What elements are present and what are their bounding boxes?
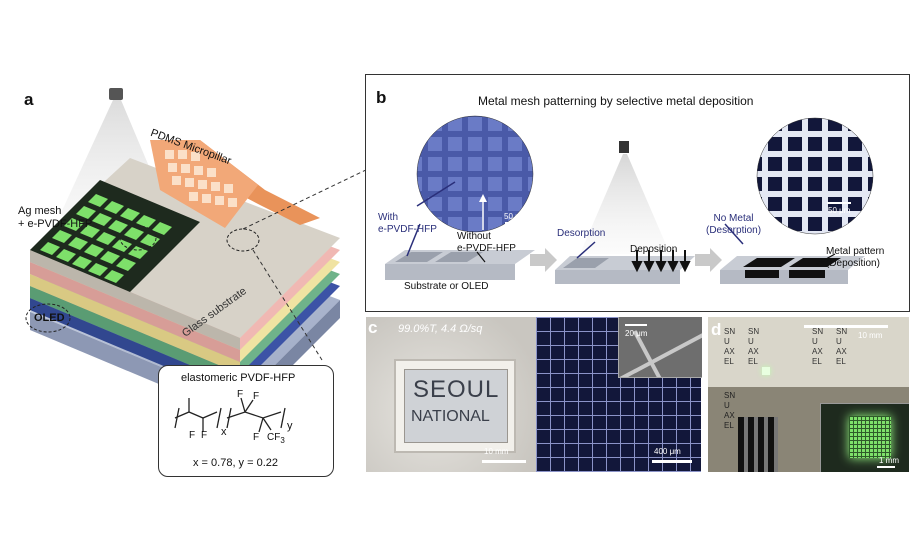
pdms-pillars bbox=[165, 150, 237, 207]
ag-mesh-line2: + e-PVDF-HFP bbox=[18, 218, 93, 230]
small-emitter bbox=[762, 367, 770, 375]
label-column-5: SNU AXEL bbox=[724, 391, 736, 430]
pvdf-hfp-structure: F F F F F bbox=[174, 389, 286, 443]
panel-d-photo: SNU AXEL SNU AXEL SNU AXEL SNU AXEL SNU … bbox=[708, 317, 909, 472]
desorption-label: Desorption bbox=[557, 228, 606, 239]
light-beam-b bbox=[580, 154, 670, 254]
cf3-sub: 3 bbox=[280, 436, 285, 445]
with-label: With e-PVDF-HFP bbox=[378, 212, 437, 236]
f-label-3: F bbox=[237, 389, 243, 400]
ag-mesh-label: Ag mesh + e-PVDF-HFP bbox=[18, 205, 92, 231]
scale-mesh-bar bbox=[652, 460, 692, 463]
ag-mesh-circle bbox=[119, 225, 157, 251]
no-metal-line1: No Metal bbox=[713, 213, 754, 224]
no-metal-label: No Metal (Desorption) bbox=[706, 213, 761, 237]
ag-mesh-line1: Ag mesh bbox=[18, 205, 62, 217]
panel-c-photo: SEOUL NATIONAL 10 mm bbox=[366, 317, 536, 472]
oled-inset: 1 mm bbox=[820, 403, 909, 472]
f-label-4: F bbox=[253, 391, 259, 402]
metal-pattern-line2: (Deposition) bbox=[826, 258, 880, 269]
label-column-4: SNU AXEL bbox=[836, 327, 848, 366]
scale-d-top-label: 10 mm bbox=[858, 331, 883, 340]
scale-bar-left bbox=[505, 222, 529, 224]
metal-pattern-line1: Metal pattern bbox=[826, 246, 885, 257]
panel-a-letter: a bbox=[24, 90, 34, 109]
lamp-icon-b bbox=[619, 141, 629, 153]
no-metal-line2: (Desorption) bbox=[706, 225, 762, 236]
cf3-text: CF bbox=[267, 432, 281, 443]
scale-mesh-label: 400 μm bbox=[654, 447, 681, 456]
panel-b-title: Metal mesh patterning by selective metal… bbox=[478, 94, 754, 108]
scale-inset-label: 20 μm bbox=[625, 329, 648, 338]
label-column-1: SNU AXEL bbox=[724, 327, 736, 366]
sign-line1: SEOUL bbox=[413, 376, 500, 403]
without-line1: Without bbox=[457, 231, 491, 242]
cf3-label: CF3 bbox=[267, 432, 285, 445]
panel-c-mesh-image: 20 μm 400 μm bbox=[536, 317, 702, 472]
oled-glow bbox=[849, 416, 891, 458]
panel-b-letter: b bbox=[376, 88, 387, 107]
formula-title: elastomeric PVDF-HFP bbox=[181, 372, 296, 384]
f-label-1: F bbox=[189, 430, 195, 441]
sample-window: SEOUL NATIONAL bbox=[404, 369, 508, 443]
substrate-label: Substrate or OLED bbox=[404, 281, 489, 292]
oled-circle bbox=[25, 303, 71, 333]
formula-box: elastomeric PVDF-HFP F F F F F x y CF3 x… bbox=[158, 365, 334, 477]
with-line1: With bbox=[378, 212, 398, 223]
green-mesh-cells bbox=[40, 194, 172, 283]
scale-d-top-bar bbox=[804, 325, 888, 328]
deposition-label: Deposition bbox=[630, 244, 678, 255]
subscript-y: y bbox=[287, 420, 293, 432]
scale-inset-bar bbox=[625, 324, 647, 326]
panel-c-letter: c bbox=[368, 318, 378, 337]
scale-left-label: 50 μm bbox=[504, 212, 527, 221]
step-arrow-2 bbox=[695, 248, 722, 272]
micrograph-left bbox=[416, 115, 534, 233]
f-label-5: F bbox=[253, 432, 259, 443]
deposition-arrows bbox=[631, 250, 691, 273]
panel-d-letter: d bbox=[711, 320, 722, 339]
device-black-stripes bbox=[738, 417, 778, 472]
panel-a-illustration bbox=[25, 88, 370, 418]
step-arrow-1 bbox=[530, 248, 557, 272]
formula-values: x = 0.78, y = 0.22 bbox=[193, 457, 279, 469]
photo-top-band bbox=[708, 317, 909, 387]
subscript-x: x bbox=[221, 426, 227, 438]
sign-line2: NATIONAL bbox=[411, 408, 490, 425]
transmittance-label: 99.0%T, 4.4 Ω/sq bbox=[398, 323, 483, 335]
scale-d-inset-label: 1 mm bbox=[879, 456, 899, 465]
micrograph-right bbox=[756, 117, 874, 235]
scale-d-inset-bar bbox=[877, 466, 895, 468]
sem-inset: 20 μm bbox=[618, 317, 702, 378]
label-column-3: SNU AXEL bbox=[812, 327, 824, 366]
without-line2: e-PVDF-HFP bbox=[457, 243, 516, 254]
substrate-left bbox=[385, 250, 535, 280]
f-label-2: F bbox=[201, 430, 207, 441]
lamp-icon bbox=[109, 88, 123, 100]
scale-photo-bar bbox=[482, 460, 526, 463]
zoom-circle bbox=[226, 228, 260, 252]
label-column-2: SNU AXEL bbox=[748, 327, 760, 366]
oled-label: OLED bbox=[34, 312, 65, 324]
scale-right-label: 50 μm bbox=[828, 206, 851, 215]
with-line2: e-PVDF-HFP bbox=[378, 224, 437, 235]
scale-photo-label: 10 mm bbox=[484, 447, 509, 456]
sample-frame: SEOUL NATIONAL bbox=[394, 359, 516, 453]
scale-bar-right bbox=[827, 202, 851, 204]
metal-pattern-label: Metal pattern (Deposition) bbox=[826, 246, 884, 270]
panel-b-illustration bbox=[385, 115, 874, 284]
substrate-right bbox=[720, 256, 865, 284]
without-label: Without e-PVDF-HFP bbox=[457, 231, 516, 255]
